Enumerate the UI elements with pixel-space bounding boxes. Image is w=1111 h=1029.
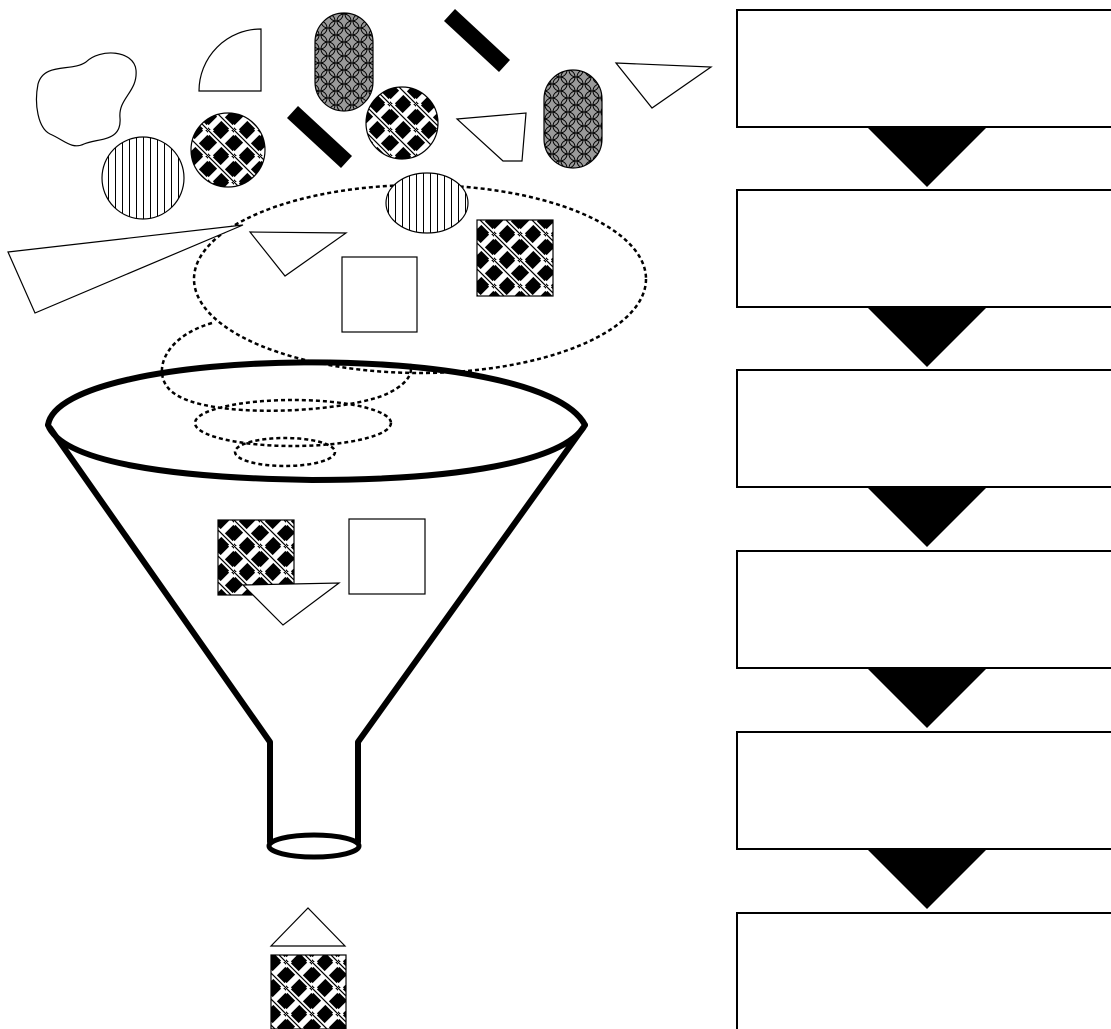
down-arrow-icon [867,849,987,909]
stage-box [737,732,1111,849]
weave-square-icon [477,220,553,296]
weave-circle-icon [366,87,438,159]
down-arrow-icon [867,307,987,367]
stage-6 [737,913,1111,1029]
funnel-side-left [50,428,270,842]
funnel-spout-opening [269,835,359,857]
stage-5 [737,732,1111,849]
funnel-rim-front [48,425,585,480]
weave-circle-icon [191,113,265,187]
stage-box [737,370,1111,487]
output-triangle-icon [271,908,345,946]
swirl-ring [235,438,335,466]
triangle-icon [250,232,346,276]
black-bar-icon [444,9,510,72]
down-arrow-icon [867,487,987,547]
down-arrow-icon [867,668,987,728]
striped-circle-icon [386,173,468,233]
stage-3 [737,370,1111,487]
square-icon [342,257,417,332]
quarter-circle-icon [199,29,261,91]
pebble-capsule-icon [315,13,373,111]
blob-icon [37,53,137,146]
stage-box [737,913,1111,1029]
striped-circle-icon [102,137,184,219]
black-bar-icon [287,106,352,168]
funnel-rim-back [48,362,585,425]
stage-2 [737,190,1111,307]
input-shapes [37,9,712,219]
funnel-contents [218,519,425,625]
funnel-icon [48,362,585,857]
swirl-shapes [8,173,553,332]
stage-list [737,10,1111,1029]
stage-4 [737,551,1111,668]
stage-1 [737,10,1111,127]
output-weave-square-icon [271,955,346,1029]
down-arrow-icon [867,127,987,187]
stage-box [737,10,1111,127]
stage-box [737,551,1111,668]
output-shapes [271,908,346,1029]
trapezoid-icon [457,113,526,161]
funnel-side-right [358,428,583,842]
pebble-capsule-icon [544,70,602,168]
triangle-icon [8,225,243,313]
stage-box [737,190,1111,307]
triangle-icon [616,63,711,108]
square-icon [349,519,425,594]
triangle-icon [243,583,339,625]
